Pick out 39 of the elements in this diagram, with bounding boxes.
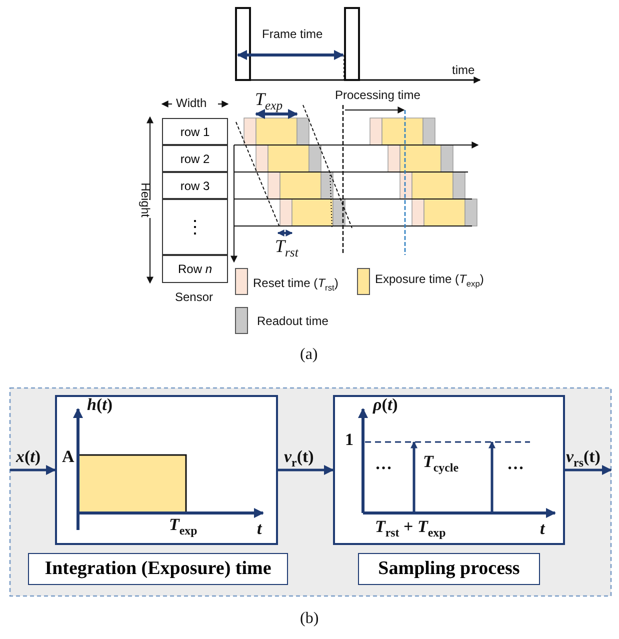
edge-label: v$_{r}$(t) bbox=[284, 447, 314, 470]
dimension-label: T$_{exp}$ bbox=[255, 89, 282, 114]
arrow bbox=[10, 465, 56, 475]
legend-label: Readout time bbox=[257, 314, 328, 328]
plot-box bbox=[55, 395, 278, 545]
axis-label: ρ(t) bbox=[373, 395, 398, 415]
ellipsis: … bbox=[375, 454, 392, 474]
tick-label: T$_{exp}$ bbox=[169, 515, 198, 538]
edge-label: v$_{rs}$(t) bbox=[566, 447, 600, 470]
arrow bbox=[278, 465, 334, 475]
caption-box: Integration (Exposure) time bbox=[28, 553, 288, 585]
caption-box: Sampling process bbox=[358, 553, 540, 585]
tick-label: T$_{rst}$ + T$_{exp}$ bbox=[375, 517, 446, 540]
sensor-row-cell: row 2 bbox=[162, 145, 228, 172]
panel-label: (b) bbox=[300, 610, 319, 628]
tick-label: 1 bbox=[345, 430, 354, 450]
dimension-label: Height bbox=[138, 182, 152, 218]
ellipsis: … bbox=[507, 454, 524, 474]
arrow bbox=[565, 465, 612, 475]
axis-label: t bbox=[540, 519, 545, 539]
legend-label: Exposure time (T$_{exp}$) bbox=[375, 272, 484, 288]
sensor-row-cell: row 3 bbox=[162, 172, 228, 199]
axis-label: h(t) bbox=[87, 395, 113, 415]
plot-box bbox=[333, 395, 565, 545]
axis-label: t bbox=[257, 519, 262, 539]
sensor-row-cell: ⋮ bbox=[162, 199, 228, 255]
edge-label: x(t) bbox=[16, 447, 41, 467]
period-label: T$_{cycle}$ bbox=[423, 452, 458, 476]
tick-label: A bbox=[62, 447, 74, 467]
sensor-row-cell: Row n bbox=[162, 255, 228, 283]
caption: Sensor bbox=[175, 290, 214, 304]
dimension-label: Frame time bbox=[262, 27, 323, 41]
legend-label: Reset time (T$_{rst}$) bbox=[253, 276, 338, 292]
sensor-row-cell: row 1 bbox=[162, 118, 228, 145]
dimension-label: Width bbox=[176, 96, 207, 110]
dimension-label: T$_{rst}$ bbox=[275, 236, 298, 261]
dimension-label: Processing time bbox=[335, 88, 420, 102]
axis-label: time bbox=[452, 63, 475, 77]
panel-label: (a) bbox=[300, 346, 318, 364]
